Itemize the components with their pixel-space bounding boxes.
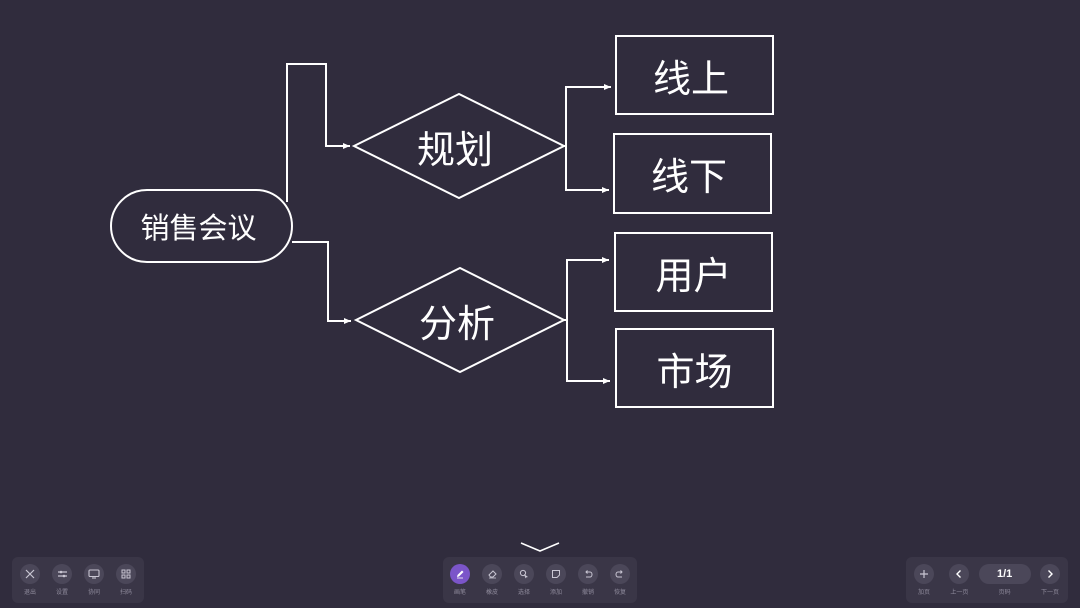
offline-node-label: 线下: [650, 155, 727, 199]
scan-button[interactable]: 扫码: [110, 564, 142, 596]
next-page-button[interactable]: 下一页: [1034, 564, 1066, 596]
page-indicator[interactable]: 1/1: [978, 564, 1031, 584]
analysis-node-label: 分析: [418, 301, 495, 346]
page-label: 页码: [998, 589, 1011, 596]
connector-plan-online: [564, 84, 611, 147]
next-page-label: 下一页: [1040, 589, 1059, 596]
add-label: 添加: [549, 589, 562, 596]
select-icon: [519, 569, 528, 579]
right-toolbar: 加页 上一页 1/1 页码 下一页: [906, 557, 1068, 603]
eraser-icon: [487, 570, 497, 579]
market-node-label: 市场: [656, 349, 733, 394]
exit-label: 退出: [23, 589, 36, 596]
add-icon: [552, 570, 560, 578]
connector-root-plan: [286, 63, 350, 202]
undo-icon: [585, 570, 593, 578]
pen-label: 画笔: [453, 589, 466, 596]
eraser-label: 橡皮: [485, 589, 498, 596]
center-toolbar: 画笔 橡皮 选择 添加 撤销 恢复: [443, 557, 637, 603]
scan-icon: [121, 569, 131, 579]
chevron-down-icon[interactable]: [520, 542, 560, 552]
redo-icon: [615, 570, 623, 578]
root-node-label: 销售会议: [140, 211, 257, 245]
eraser-tool-button[interactable]: 橡皮: [476, 564, 508, 596]
pen-icon: [457, 570, 464, 579]
plus-icon: [920, 570, 928, 578]
online-node-shape[interactable]: [615, 35, 774, 115]
close-icon: [25, 569, 35, 579]
select-tool-button[interactable]: 选择: [508, 564, 540, 596]
settings-label: 设置: [55, 589, 68, 596]
connector-analysis-users: [564, 257, 609, 321]
plan-node-label: 规划: [416, 127, 493, 172]
users-node-shape[interactable]: [614, 232, 773, 312]
pen-tool-button[interactable]: 画笔: [444, 564, 476, 596]
settings-icon: [57, 570, 67, 578]
connector-root-analysis: [292, 241, 351, 324]
prev-page-button[interactable]: 上一页: [943, 564, 975, 596]
add-tool-button[interactable]: 添加: [540, 564, 572, 596]
screen-icon: [88, 569, 100, 579]
add-page-button[interactable]: 加页: [908, 564, 940, 596]
undo-label: 撤销: [581, 589, 594, 596]
connector-plan-offline: [565, 146, 609, 193]
offline-node-shape[interactable]: [613, 133, 772, 214]
chevron-left-icon: [956, 570, 962, 578]
redo-button[interactable]: 恢复: [604, 564, 636, 596]
redo-label: 恢复: [613, 589, 626, 596]
root-node-shape[interactable]: [110, 189, 293, 263]
select-label: 选择: [517, 589, 530, 596]
scan-label: 扫码: [119, 589, 132, 596]
collaborate-button[interactable]: 协同: [78, 564, 110, 596]
online-node-label: 线上: [652, 56, 729, 101]
exit-button[interactable]: 退出: [14, 564, 46, 596]
page-indicator-group: 1/1 页码: [978, 564, 1031, 596]
users-node-label: 用户: [655, 253, 732, 298]
add-page-label: 加页: [917, 589, 930, 596]
market-node-shape[interactable]: [615, 328, 774, 408]
prev-page-label: 上一页: [950, 589, 969, 596]
collaborate-label: 协同: [87, 589, 100, 596]
undo-button[interactable]: 撤销: [572, 564, 604, 596]
settings-button[interactable]: 设置: [46, 564, 78, 596]
connector-analysis-market: [566, 320, 610, 384]
chevron-right-icon: [1047, 570, 1053, 578]
left-toolbar: 退出 设置 协同 扫码: [12, 557, 144, 603]
